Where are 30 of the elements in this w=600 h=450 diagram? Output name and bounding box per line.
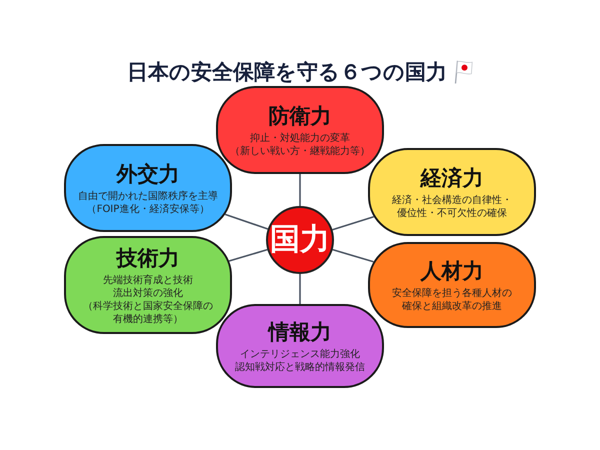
node-title: 外交力 [116,160,180,186]
center-label: 国力 [270,225,330,255]
capability-card [368,242,536,328]
connector-line [332,216,374,231]
node-description: 抑止・対処能力の変革 [250,132,350,144]
connector-line [299,274,301,304]
connector-line [224,214,268,230]
node-description: （科学技術と国家安全保障の有機的連携等） [82,300,214,326]
capability-card [216,86,384,174]
node-title: 技術力 [116,244,180,270]
node-description: （FOIP進化・経済安保等） [86,202,210,216]
node-title: 情報力 [268,318,332,344]
capability-card [64,144,232,232]
node-description: 安全保障を担う各種人材の確保と組織改革の推進 [391,286,513,312]
node-title: 人材力 [420,258,484,284]
node-description: （新しい戦い方・継戦能力等） [230,144,370,158]
node-description: 認知戦対応と戦略的情報発信 [235,360,365,374]
diagram-title: 日本の安全保障を守る６つの国力 [127,59,447,86]
node-description: インテリジェンス能力強化 [240,348,360,360]
node-title: 経済力 [420,164,484,190]
node-description: 自由で開かれた国際秩序を主導 [78,190,218,202]
capability-card [216,304,384,388]
connector-line [228,248,268,262]
capability-card [64,236,232,334]
node-description: 経済・社会構造の自律性・優位性・不可欠性の確保 [391,194,513,220]
node-description: 先端技術育成と技術流出対策の強化 [102,274,194,300]
capability-card [368,148,536,236]
connector-line [332,248,374,263]
connector-line [299,174,301,206]
node-title: 防衛力 [268,102,332,128]
